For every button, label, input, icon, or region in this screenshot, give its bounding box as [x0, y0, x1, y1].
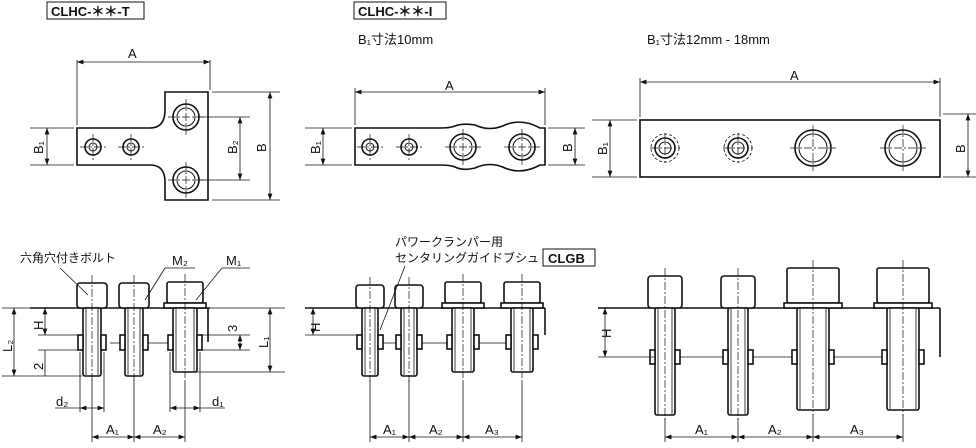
- hole-inner: [176, 170, 196, 190]
- hole-inner: [512, 137, 532, 157]
- dim-b1-t: B₁: [31, 140, 46, 154]
- dim-3: 3: [225, 325, 240, 332]
- model-tag-t: CLHC-＊＊-T: [51, 4, 130, 19]
- dim-a1-mid: A₁: [383, 422, 397, 437]
- dim-a3-right: A₃: [850, 422, 864, 437]
- bushing: [356, 334, 363, 350]
- model-tag-i-box: [353, 1, 447, 20]
- bushing: [828, 349, 835, 365]
- hole-inner: [176, 107, 196, 127]
- dim-a2-left: A₂: [153, 422, 167, 437]
- bushing: [532, 334, 539, 350]
- label-bushing-model: CLGB: [548, 251, 585, 266]
- bushing: [167, 334, 174, 351]
- model-tag-i: CLHC-＊＊-I: [358, 4, 432, 19]
- leader-bushing: [379, 265, 406, 331]
- bushing: [100, 334, 107, 351]
- model-tag-t-box: [46, 1, 145, 20]
- label-m1: M₁: [226, 253, 242, 268]
- dim-b-i: B: [560, 143, 575, 152]
- bushing: [77, 334, 84, 351]
- dim-b2-t: B₂: [225, 140, 240, 154]
- bushing: [395, 334, 402, 350]
- bushing-model-box: [542, 248, 596, 267]
- leader-m1: [195, 267, 223, 301]
- label-bushing-line2: センタリングガイドブシュ: [395, 250, 539, 265]
- bushing: [446, 334, 453, 350]
- bushing: [918, 349, 925, 365]
- dim-a-t: A: [128, 46, 137, 61]
- dim-b-t: B: [254, 143, 269, 152]
- dim-a2-mid: A₂: [429, 422, 443, 437]
- leader-hex-bolt: [59, 267, 89, 296]
- dim-h-right: H: [599, 329, 614, 338]
- note-b1-12-18mm: B₁寸法12mm - 18mm: [647, 32, 770, 47]
- bushing: [416, 334, 423, 350]
- bushing: [791, 349, 798, 365]
- dim-h-left: H: [31, 321, 46, 330]
- dim-b-wide: B: [953, 144, 968, 153]
- label-hex-socket-bolt: 六角穴付きボルト: [20, 250, 116, 265]
- bushing: [505, 334, 512, 350]
- dim-a-i: A: [445, 78, 454, 93]
- dim-d1: d₁: [212, 394, 224, 409]
- dim-a2-right: A₂: [768, 422, 782, 437]
- hole-inner: [453, 137, 473, 157]
- dim-b1-i: B₁: [308, 140, 323, 154]
- bushing: [881, 349, 888, 365]
- bushing: [747, 349, 754, 365]
- bushing: [722, 349, 729, 365]
- dim-l2: L₂: [0, 340, 15, 352]
- dim-b1-wide: B₁: [595, 141, 610, 155]
- dim-a1-right: A₁: [695, 422, 709, 437]
- note-b1-10mm: B₁寸法10mm: [358, 32, 433, 47]
- dim-d2: d₂: [56, 394, 68, 409]
- dim-h-mid: H: [308, 323, 323, 332]
- bushing: [473, 334, 480, 350]
- hole-inner: [798, 133, 828, 163]
- dim-a3-mid: A₃: [485, 422, 499, 437]
- label-bushing-line1: パワークランパー用: [395, 235, 503, 249]
- dim-a1-left: A₁: [106, 422, 120, 437]
- bushing: [377, 334, 384, 350]
- dim-a-wide: A: [790, 68, 799, 83]
- bushing: [196, 334, 203, 351]
- bushing: [674, 349, 681, 365]
- label-m2: M₂: [172, 253, 188, 268]
- dim-l1: L₁: [256, 336, 271, 348]
- leader-m2: [144, 267, 166, 301]
- bushing: [119, 334, 126, 351]
- bushing: [142, 334, 149, 351]
- hole-inner: [888, 133, 918, 163]
- dim-2: 2: [31, 363, 46, 370]
